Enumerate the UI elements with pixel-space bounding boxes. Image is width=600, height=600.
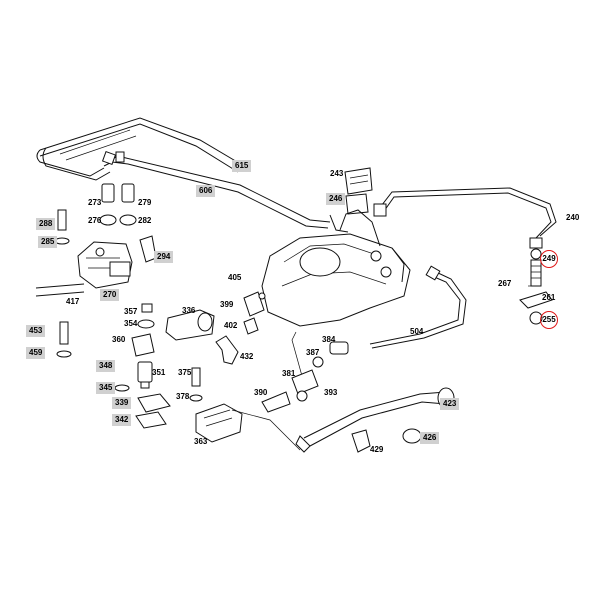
part-label-339[interactable]: 339: [112, 397, 132, 409]
part-label-417[interactable]: 417: [66, 297, 80, 306]
part-label-354[interactable]: 354: [124, 319, 138, 328]
part-label-375[interactable]: 375: [178, 368, 192, 377]
fitting-assembly-right: [519, 259, 553, 325]
clamp-426: [402, 428, 422, 444]
part-label-399[interactable]: 399: [220, 300, 234, 309]
part-label-459[interactable]: 459: [26, 347, 46, 359]
part-label-243[interactable]: 243: [330, 169, 344, 178]
part-label-378[interactable]: 378: [176, 392, 190, 401]
part-label-249[interactable]: 249: [540, 250, 558, 268]
part-label-423[interactable]: 423: [440, 398, 460, 410]
part-label-336[interactable]: 336: [182, 306, 196, 315]
part-label-348[interactable]: 348: [96, 360, 116, 372]
part-label-384[interactable]: 384: [322, 335, 336, 344]
part-label-393[interactable]: 393: [324, 388, 338, 397]
part-label-261[interactable]: 261: [542, 293, 556, 302]
bolt-375: [189, 367, 203, 402]
part-label-351[interactable]: 351: [152, 368, 166, 377]
part-label-294[interactable]: 294: [154, 251, 174, 263]
part-label-288[interactable]: 288: [36, 218, 56, 230]
part-label-360[interactable]: 360: [112, 335, 126, 344]
fuel-line-240: [373, 187, 557, 260]
sensor-453: [56, 321, 72, 358]
part-label-345[interactable]: 345: [96, 382, 116, 394]
part-label-255[interactable]: 255: [540, 311, 558, 329]
part-label-615[interactable]: 615: [232, 160, 252, 172]
part-label-432[interactable]: 432: [240, 352, 254, 361]
bracket-363: [195, 403, 243, 443]
line-417: [35, 283, 85, 297]
part-label-606[interactable]: 606: [196, 185, 216, 197]
distributor-270: [77, 241, 133, 289]
part-label-285[interactable]: 285: [38, 236, 58, 248]
part-label-246[interactable]: 246: [326, 193, 346, 205]
part-label-390[interactable]: 390: [254, 388, 268, 397]
part-label-267[interactable]: 267: [498, 279, 512, 288]
clip-246: [345, 193, 369, 215]
part-label-402[interactable]: 402: [224, 321, 238, 330]
hoses-399-432: [215, 291, 266, 365]
part-label-426[interactable]: 426: [420, 432, 440, 444]
part-label-453[interactable]: 453: [26, 325, 46, 337]
part-label-279[interactable]: 279: [138, 198, 152, 207]
idle-valve-336: [131, 303, 215, 357]
fuel-line-504: [369, 265, 467, 349]
clip-429: [351, 429, 371, 453]
part-label-276[interactable]: 276: [88, 216, 102, 225]
intake-manifold: [261, 209, 411, 327]
part-label-273[interactable]: 273: [88, 198, 102, 207]
part-label-405[interactable]: 405: [228, 273, 242, 282]
valve-348: [137, 361, 153, 389]
part-label-282[interactable]: 282: [138, 216, 152, 225]
gasket-339-342: [114, 384, 171, 429]
bolt-288: [54, 209, 70, 245]
fuel-line-606-615: [36, 117, 349, 233]
fittings-381-393: [261, 341, 349, 413]
part-label-429[interactable]: 429: [370, 445, 384, 454]
part-label-363[interactable]: 363: [194, 437, 208, 446]
part-label-342[interactable]: 342: [112, 414, 132, 426]
part-label-387[interactable]: 387: [306, 348, 320, 357]
injector-rail-243: [344, 167, 373, 195]
part-label-240[interactable]: 240: [566, 213, 580, 222]
leader-330: [291, 331, 303, 377]
part-label-357[interactable]: 357: [124, 307, 138, 316]
part-label-504[interactable]: 504: [410, 327, 424, 336]
valve-parts-273-282: [99, 183, 137, 226]
leader-363: [231, 409, 301, 451]
part-label-270[interactable]: 270: [100, 289, 120, 301]
part-label-381[interactable]: 381: [282, 369, 296, 378]
